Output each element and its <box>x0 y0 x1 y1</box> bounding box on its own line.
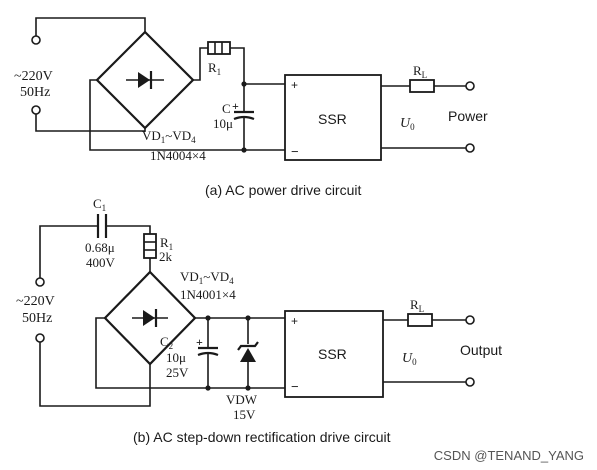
svg-text:VD1~VD4: VD1~VD4 <box>142 128 196 145</box>
a-cap-value: 10μ <box>213 116 233 131</box>
b-c1-voltage: 400V <box>86 255 116 270</box>
watermark: CSDN @TENAND_YANG <box>434 448 584 463</box>
b-c1-value: 0.68μ <box>85 240 115 255</box>
a-load-label: R <box>413 63 422 78</box>
b-c2-name: C <box>160 334 169 349</box>
b-cap-plus: + <box>196 335 203 349</box>
b-ssr-label: SSR <box>318 346 347 362</box>
b-ssr-plus: + <box>291 314 298 328</box>
b-zener-diode <box>237 318 259 388</box>
svg-text:VD1~VD4: VD1~VD4 <box>180 269 234 286</box>
a-out-terminal-top <box>465 81 475 91</box>
a-r1-label: R <box>208 60 217 75</box>
b-c2-value: 10μ <box>166 350 186 365</box>
a-ac-terminal-bottom <box>31 105 41 115</box>
svg-text:C2: C2 <box>160 334 173 351</box>
b-c2-voltage: 25V <box>166 365 189 380</box>
a-bridge-rectifier <box>95 30 195 130</box>
b-capacitor-c1 <box>96 214 108 238</box>
svg-text:U0: U0 <box>400 116 415 132</box>
a-bridge-vd1: VD <box>142 128 161 143</box>
b-out-terminal-top <box>465 315 475 325</box>
a-cap-name: C <box>222 101 231 116</box>
b-resistor-r1 <box>143 233 157 259</box>
b-bridge-vd1: VD <box>180 269 199 284</box>
b-bridge-diode-icon <box>132 309 168 327</box>
b-source-voltage: ~220V <box>16 294 55 309</box>
b-ac-terminal-top <box>35 277 45 287</box>
a-r1-sub: 1 <box>217 67 222 77</box>
b-bridge-part: 1N4001×4 <box>180 287 236 302</box>
b-source-freq: 50Hz <box>22 311 52 326</box>
b-caption: (b) AC step-down rectification drive cir… <box>133 429 391 445</box>
a-bridge-part: 1N4004×4 <box>150 148 206 163</box>
a-out-terminal-bottom <box>465 143 475 153</box>
b-zener-value: 15V <box>233 407 256 422</box>
a-load-resistor <box>409 79 435 93</box>
b-load-resistor <box>407 313 433 327</box>
a-ssr-box <box>284 74 382 161</box>
a-out-voltage: U <box>400 116 411 131</box>
svg-text:C1: C1 <box>93 196 106 213</box>
a-caption: (a) AC power drive circuit <box>205 182 361 198</box>
a-source-voltage: ~220V <box>14 69 53 84</box>
b-r1-name: R <box>160 235 169 250</box>
a-cap-plus: + <box>232 99 239 113</box>
b-c1-name: C <box>93 196 102 211</box>
a-ssr-minus: − <box>291 144 299 159</box>
a-resistor-r1 <box>207 41 231 55</box>
b-load-label: R <box>410 297 419 312</box>
b-r1-value: 2k <box>159 249 173 264</box>
svg-text:U0: U0 <box>402 351 417 367</box>
b-ac-terminal-bottom <box>35 333 45 343</box>
b-out-terminal-bottom <box>465 377 475 387</box>
a-ssr-plus: + <box>291 78 298 92</box>
svg-text:R1: R1 <box>160 235 173 252</box>
b-capacitor-c2 <box>197 318 219 388</box>
b-ssr-minus: − <box>291 379 299 394</box>
a-capacitor-c <box>233 84 255 150</box>
b-out-voltage: U <box>402 351 413 366</box>
svg-text:R1: R1 <box>208 60 221 77</box>
b-ssr-box <box>284 310 384 398</box>
b-zener-name: VDW <box>226 392 258 407</box>
a-ssr-label: SSR <box>318 111 347 127</box>
svg-text:RL: RL <box>413 63 427 80</box>
circuit-b: ~220V 50Hz C1 0.68μ 400V R1 2k VD1~VD4 1… <box>16 196 502 445</box>
a-output-label: Power <box>448 108 488 124</box>
circuit-a: ~220V 50Hz R1 + C 10μ VD1~VD <box>14 17 488 198</box>
a-ac-terminal-top <box>31 35 41 45</box>
a-bridge-diode-icon <box>126 71 164 89</box>
svg-text:RL: RL <box>410 297 424 314</box>
b-output-label: Output <box>460 342 502 358</box>
a-source-freq: 50Hz <box>20 85 50 100</box>
